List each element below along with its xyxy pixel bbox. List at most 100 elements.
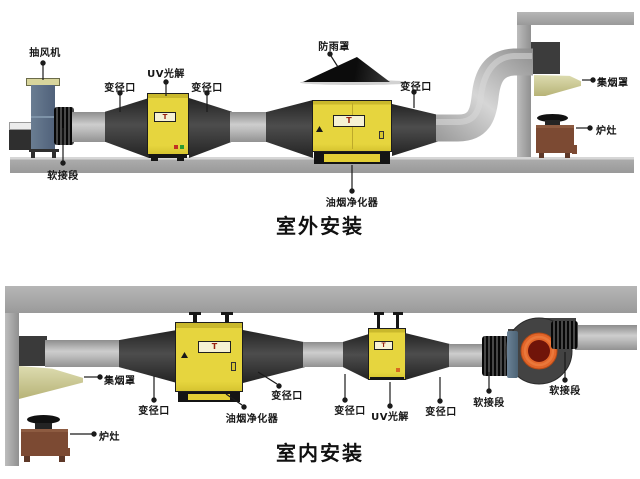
indoor-ceiling-bar [5, 286, 637, 313]
label-outdoor-flex-duct: 软接段 [47, 171, 79, 182]
outdoor-uv-foot [177, 158, 184, 161]
label-indoor-reducer-2: 变径口 [271, 391, 303, 402]
outdoor-smoke-hood [534, 75, 581, 96]
indoor-duct-4 [575, 325, 637, 350]
outdoor-stove-pot-base [545, 120, 560, 126]
exhaust-fan-stand-leg [52, 152, 56, 158]
outdoor-reducer-3 [392, 104, 438, 156]
outdoor-uv-indicator-red [174, 145, 178, 149]
hanger-cap [393, 312, 403, 315]
outdoor-stove-leg [565, 153, 570, 158]
fan-inlet-ring-highlight [523, 335, 555, 367]
indoor-fan-flange [507, 331, 518, 378]
indoor-purifier-handle [231, 362, 236, 371]
exhaust-fan-stand-leg [31, 152, 35, 158]
label-rain-cover: 防雨罩 [318, 42, 350, 53]
indoor-reducer-2 [243, 330, 305, 383]
indoor-uv-indicator [396, 368, 400, 372]
indoor-duct-3 [449, 344, 484, 367]
indoor-uv-unit [368, 328, 406, 380]
tray-cap [380, 154, 388, 162]
rain-cover-shadow [300, 80, 412, 85]
indoor-uv-base [370, 377, 404, 380]
label-outdoor-reducer-3: 变径口 [400, 82, 432, 93]
indoor-stove-foot-right [64, 448, 70, 456]
label-indoor-purifier: 油烟净化器 [225, 414, 279, 425]
indoor-stove-pot [27, 415, 60, 424]
label-indoor-flex-2: 软接段 [549, 386, 581, 397]
exhaust-fan-divider [31, 116, 55, 118]
indoor-reducer-3 [343, 334, 369, 380]
indoor-flex-bellows-1 [482, 336, 509, 376]
label-outdoor-reducer-2: 变径口 [191, 83, 223, 94]
hanger-rod [396, 315, 399, 328]
outdoor-roof-bar [517, 12, 634, 25]
brand-logo: T [381, 341, 386, 349]
outdoor-uv-logo-plate: T [154, 112, 176, 122]
outdoor-section-title: 室外安装 [276, 214, 364, 238]
label-indoor-reducer-4: 变径口 [425, 407, 457, 418]
exhaust-fan-stand-bar [29, 149, 59, 152]
indoor-reducer-4 [405, 333, 451, 380]
label-indoor-reducer-3: 变径口 [334, 406, 366, 417]
brand-logo: T [211, 342, 218, 351]
label-exhaust-fan: 抽风机 [29, 48, 61, 59]
hanger-rod [193, 315, 197, 324]
outdoor-duct-2 [230, 112, 268, 142]
outdoor-wall-column [517, 12, 531, 157]
indoor-section-title: 室内安装 [276, 441, 364, 465]
rain-cover-pyramid [303, 57, 390, 82]
label-outdoor-reducer-1: 变径口 [104, 83, 136, 94]
indoor-purifier-logo-plate: T [198, 341, 231, 353]
outdoor-purifier-tray [314, 152, 390, 164]
indoor-smoke-hood [19, 366, 83, 399]
label-outdoor-uv: UV光解 [147, 69, 185, 80]
indoor-uv-logo-plate: T [374, 341, 393, 350]
outdoor-reducer-1 [105, 98, 149, 158]
hanger-cap [221, 312, 233, 315]
indoor-duct-end-box [19, 336, 47, 366]
hanger-rod [377, 315, 380, 328]
outdoor-purifier-warning-icon [316, 126, 323, 132]
label-outdoor-smoke-hood: 集烟罩 [597, 78, 629, 89]
outdoor-purifier-handle [379, 131, 384, 139]
outdoor-stove-leg [539, 153, 544, 158]
outdoor-ground [10, 157, 634, 173]
leader-rain-cover [330, 55, 339, 68]
outdoor-flex-bellows [54, 107, 74, 145]
outdoor-stove-foot-right [572, 145, 577, 154]
outdoor-uv-indicator-green [180, 145, 184, 149]
hanger-rod [225, 315, 229, 324]
brand-logo: T [346, 116, 352, 125]
indoor-stove-leg [59, 456, 65, 462]
exhaust-fan-side-box [9, 130, 38, 150]
outdoor-wall-duct-box [531, 42, 560, 74]
outdoor-purifier-logo-plate: T [333, 115, 365, 127]
tray-cap [316, 154, 324, 162]
fan-inlet-center [528, 340, 550, 362]
indoor-stove-leg [24, 456, 30, 462]
tray-cap [230, 394, 238, 400]
label-indoor-flex-1: 软接段 [473, 398, 505, 409]
label-indoor-smoke-hood: 集烟罩 [104, 376, 136, 387]
label-indoor-stove: 炉灶 [99, 432, 120, 443]
hanger-cap [374, 312, 384, 315]
outdoor-reducer-2 [266, 100, 313, 158]
indoor-purifier-tray [178, 392, 240, 402]
tray-cap [180, 394, 188, 400]
indoor-stove-pot-base [35, 423, 52, 429]
label-indoor-reducer-1: 变径口 [138, 406, 170, 417]
indoor-duct-1 [45, 340, 122, 367]
outdoor-duct-1 [72, 112, 108, 142]
outdoor-reducer-after-uv [189, 98, 232, 158]
indoor-stove-body [21, 429, 68, 456]
hanger-cap [189, 312, 201, 315]
indoor-duct-2 [303, 342, 345, 367]
outdoor-stove-pot [537, 114, 568, 122]
indoor-wall-column [5, 286, 19, 466]
outdoor-stove-body [536, 125, 574, 153]
label-indoor-uv: UV光解 [371, 412, 409, 423]
outdoor-uv-foot [151, 158, 158, 161]
label-outdoor-stove: 炉灶 [596, 126, 617, 137]
